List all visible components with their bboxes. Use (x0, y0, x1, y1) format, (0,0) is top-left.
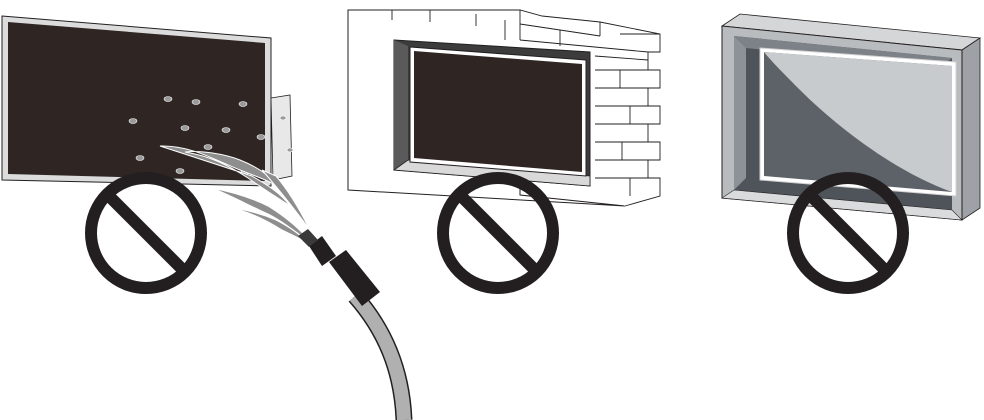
panel-water (1, 15, 413, 420)
water-hose (298, 229, 413, 420)
hose-nozzle (329, 250, 380, 306)
prohibition-icon (85, 172, 207, 294)
tv-water-panel (1, 15, 293, 187)
tv-screen (414, 51, 582, 172)
water-spray (128, 96, 313, 247)
prohibition-icon (437, 172, 559, 294)
tv-screen (8, 22, 265, 181)
prohibition-icon (787, 172, 909, 294)
panel-recessed-wall (347, 9, 661, 294)
panel-enclosed-cabinet (720, 13, 982, 294)
